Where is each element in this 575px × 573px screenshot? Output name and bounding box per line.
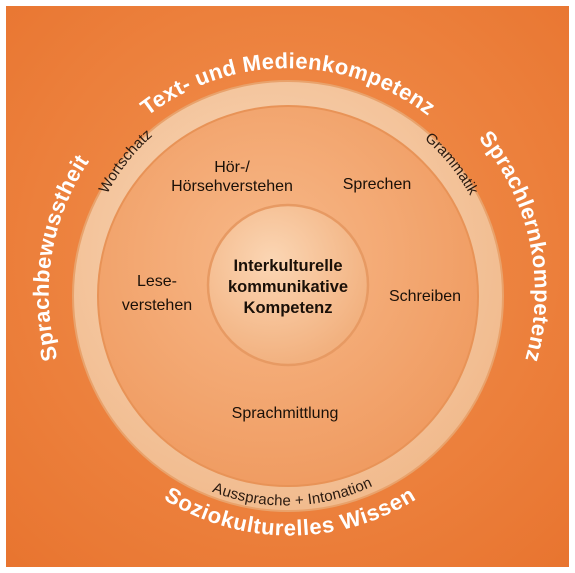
- skill-hoeren-line1: Hör-/: [214, 159, 250, 176]
- skill-sprachmittlung: Sprachmittlung: [232, 405, 339, 422]
- core-line3: Kompetenz: [244, 299, 333, 317]
- skill-schreiben: Schreiben: [389, 288, 461, 305]
- core-line2: kommunikative: [228, 278, 348, 296]
- skill-sprechen: Sprechen: [343, 176, 412, 193]
- skill-lesen-line1: Lese-: [137, 273, 177, 290]
- skill-lesen-line2: verstehen: [122, 297, 192, 314]
- core-circle: [208, 205, 368, 365]
- core-circle-edge: [206, 203, 370, 367]
- outer-ring-edge: [72, 80, 504, 512]
- skills-disc-edge: [97, 105, 479, 487]
- core-line1: Interkulturelle: [233, 257, 342, 275]
- skill-hoeren-line2: Hörsehverstehen: [171, 178, 293, 195]
